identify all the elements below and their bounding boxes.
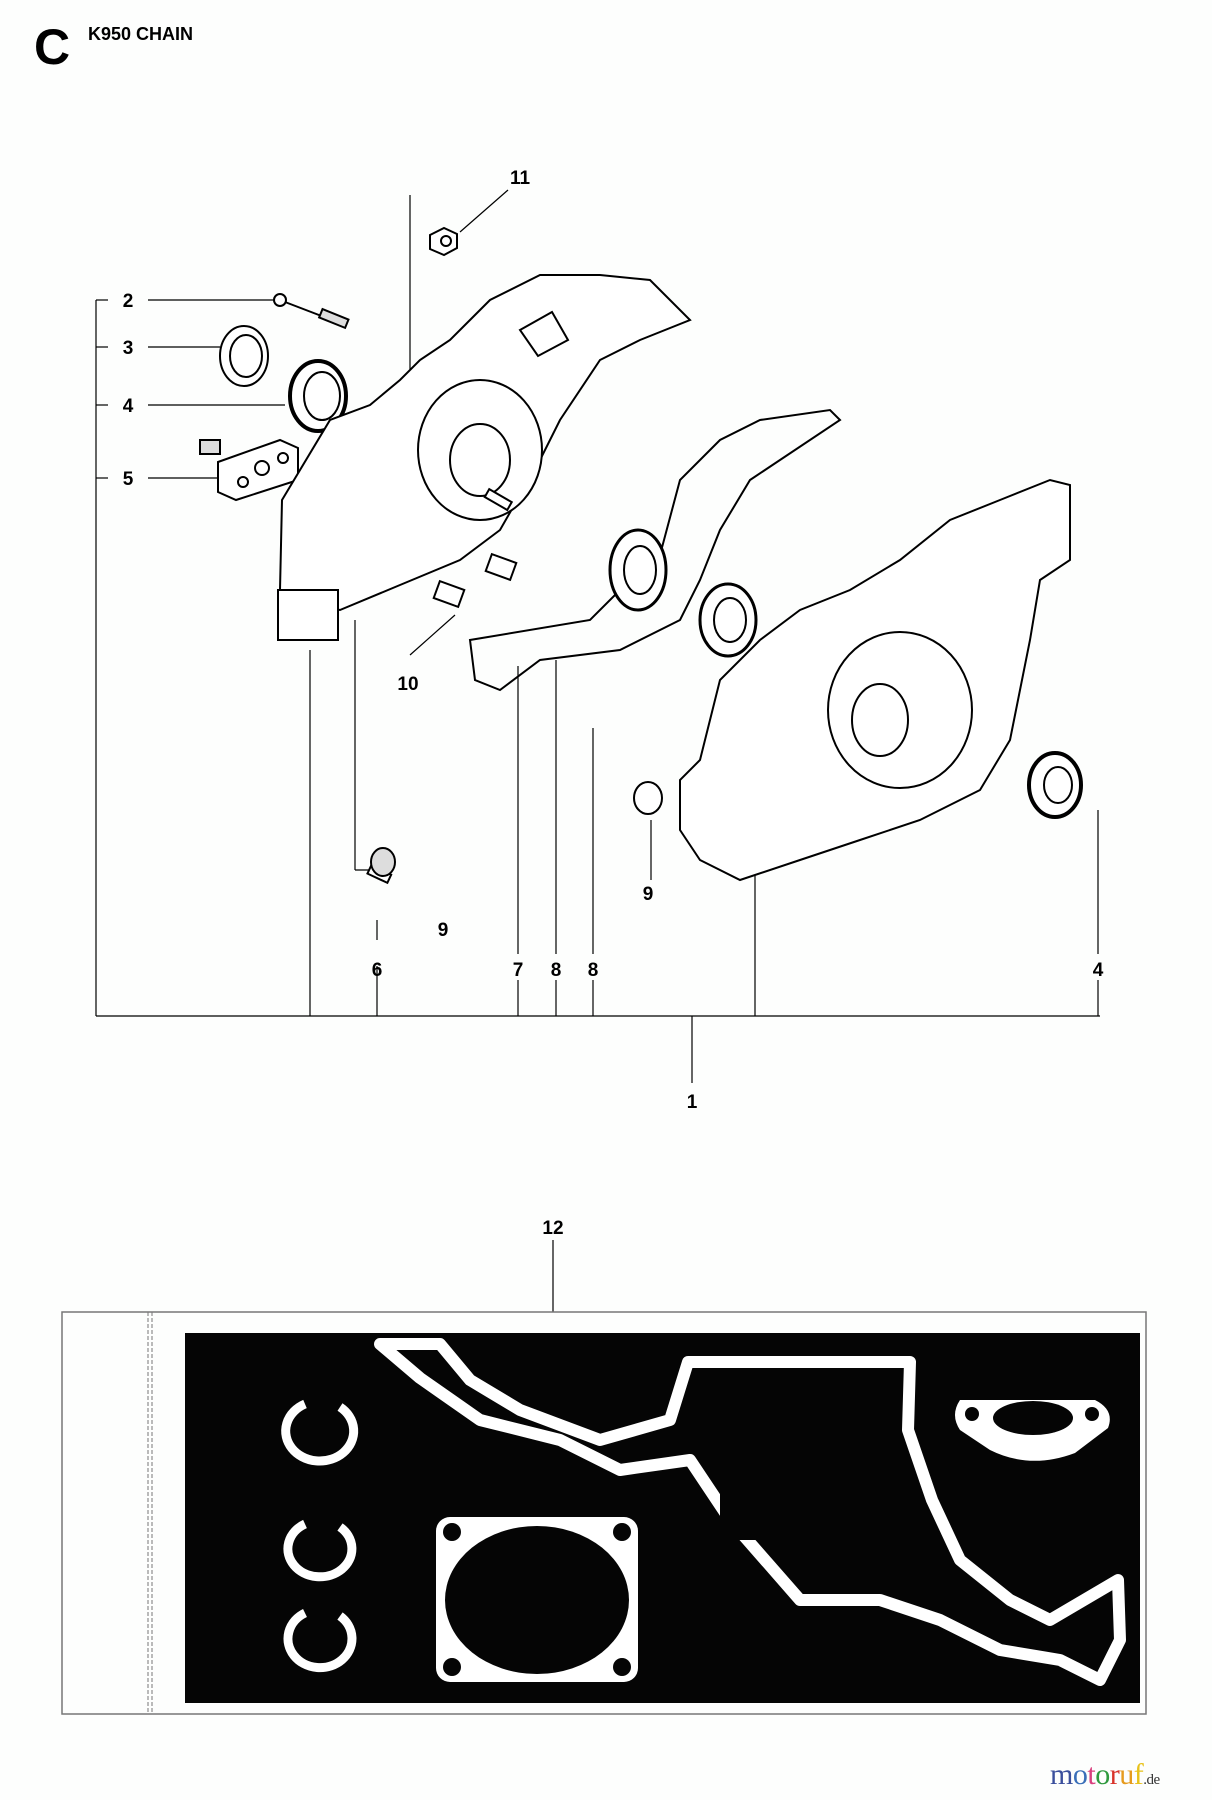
exhaust-gasket (955, 1400, 1110, 1461)
crankcase-left-half (277, 274, 692, 641)
pin-part (483, 487, 514, 512)
crankcase-gasket (374, 1338, 1126, 1686)
callout-8a: 8 (551, 960, 562, 981)
logo-letter: o (1072, 1758, 1088, 1791)
section-letter: C (34, 19, 71, 75)
page-title: K950 CHAIN (88, 24, 194, 44)
callout-4: 4 (123, 396, 134, 417)
callout-5: 5 (123, 469, 134, 490)
motoruf-watermark-logo: motoruf.de (1050, 1758, 1160, 1792)
snap-rings (281, 1399, 359, 1673)
callout-8b: 8 (588, 960, 599, 981)
logo-letter: t (1087, 1758, 1096, 1791)
gasket-kit-panel (61, 1311, 1147, 1715)
logo-letter: u (1119, 1758, 1134, 1791)
logo-suffix: .de (1143, 1772, 1160, 1788)
callout-10: 10 (397, 674, 418, 695)
crankcase-right-half (679, 478, 1071, 882)
callout-9-right: 9 (643, 884, 654, 905)
callout-labels: 2 3 4 5 11 10 9 9 6 7 8 8 4 1 12 (123, 168, 1104, 1239)
callout-4-right: 4 (1093, 960, 1104, 981)
logo-letter: r (1109, 1758, 1120, 1791)
callout-7: 7 (513, 960, 524, 981)
logo-letter: m (1050, 1758, 1073, 1791)
leader-lines (95, 189, 1100, 1312)
callout-9-left: 9 (438, 920, 449, 941)
grommet-part-9 (370, 847, 396, 877)
parts (199, 226, 1083, 885)
logo-letter: o (1095, 1758, 1110, 1791)
callout-6: 6 (372, 960, 383, 981)
logo-letter: f (1133, 1758, 1144, 1791)
callout-2: 2 (123, 291, 134, 312)
screw-part-10 (432, 552, 518, 609)
callout-12: 12 (542, 1218, 563, 1239)
bracket-part-5 (199, 438, 299, 502)
callout-11: 11 (510, 168, 531, 189)
cylinder-gasket (436, 1517, 638, 1682)
callout-3: 3 (123, 338, 134, 359)
callout-1: 1 (687, 1092, 698, 1113)
bolt-part-2 (273, 293, 350, 330)
ring-part-9 (633, 781, 663, 815)
